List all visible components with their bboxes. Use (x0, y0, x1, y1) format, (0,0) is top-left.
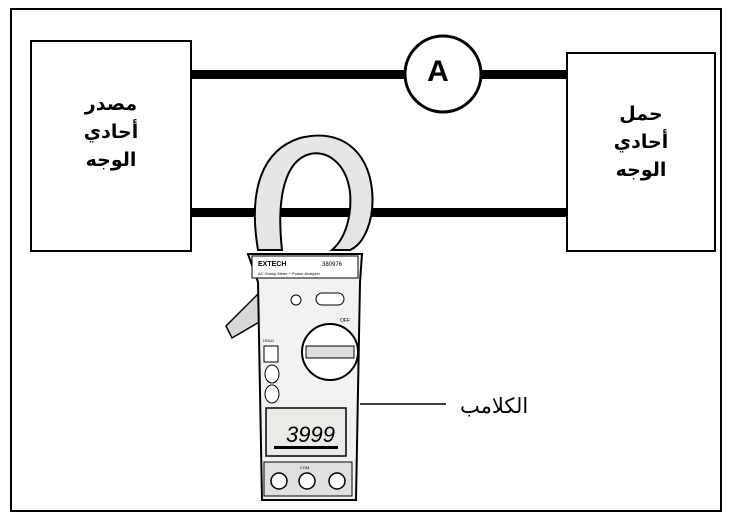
source-line-2: أحادي (83, 121, 139, 143)
meter-brand: EXTECH (258, 261, 286, 268)
source-line-3: الوجه (85, 149, 137, 171)
clamp-label: الكلامب (460, 394, 529, 418)
clamp-jaw (254, 134, 374, 251)
diagram-frame (10, 8, 722, 512)
load-label: حمل أحادي الوجه (568, 100, 714, 184)
jack-2 (328, 472, 346, 490)
top-wire-left (192, 70, 404, 79)
lcd-reading: 3999 (286, 422, 335, 447)
load-line-2: أحادي (613, 131, 669, 153)
peak-button (290, 294, 302, 306)
hold-label: HOLD (263, 338, 274, 343)
ammeter-circle (403, 34, 483, 114)
clamp-meter: EXTECH 380976 AC Clamp Meter + Power Ana… (225, 134, 374, 501)
jack-com (298, 472, 316, 490)
bottom-wire (192, 208, 566, 217)
jack-1 (270, 472, 288, 490)
hold-button (263, 345, 279, 363)
ammeter-label: A (427, 55, 449, 88)
top-wire-right (482, 70, 566, 79)
mode-button (315, 292, 345, 306)
dial-off-label: OFF (340, 318, 350, 324)
dial-knob (305, 345, 355, 359)
meter-model: 380976 (322, 262, 343, 268)
brand-band (251, 255, 359, 279)
range-button (264, 364, 280, 384)
com-label: COM (300, 465, 309, 470)
mode-side-button (264, 384, 280, 404)
source-box: مصدر أحادي الوجه (30, 40, 192, 252)
load-line-1: حمل (619, 103, 663, 125)
load-line-3: الوجه (615, 159, 667, 181)
load-box: حمل أحادي الوجه (566, 52, 716, 252)
source-line-1: مصدر (84, 93, 138, 115)
lcd-bargraph (274, 446, 338, 449)
meter-subtitle: AC Clamp Meter + Power Analyzer (258, 271, 321, 276)
source-label: مصدر أحادي الوجه (32, 90, 190, 174)
